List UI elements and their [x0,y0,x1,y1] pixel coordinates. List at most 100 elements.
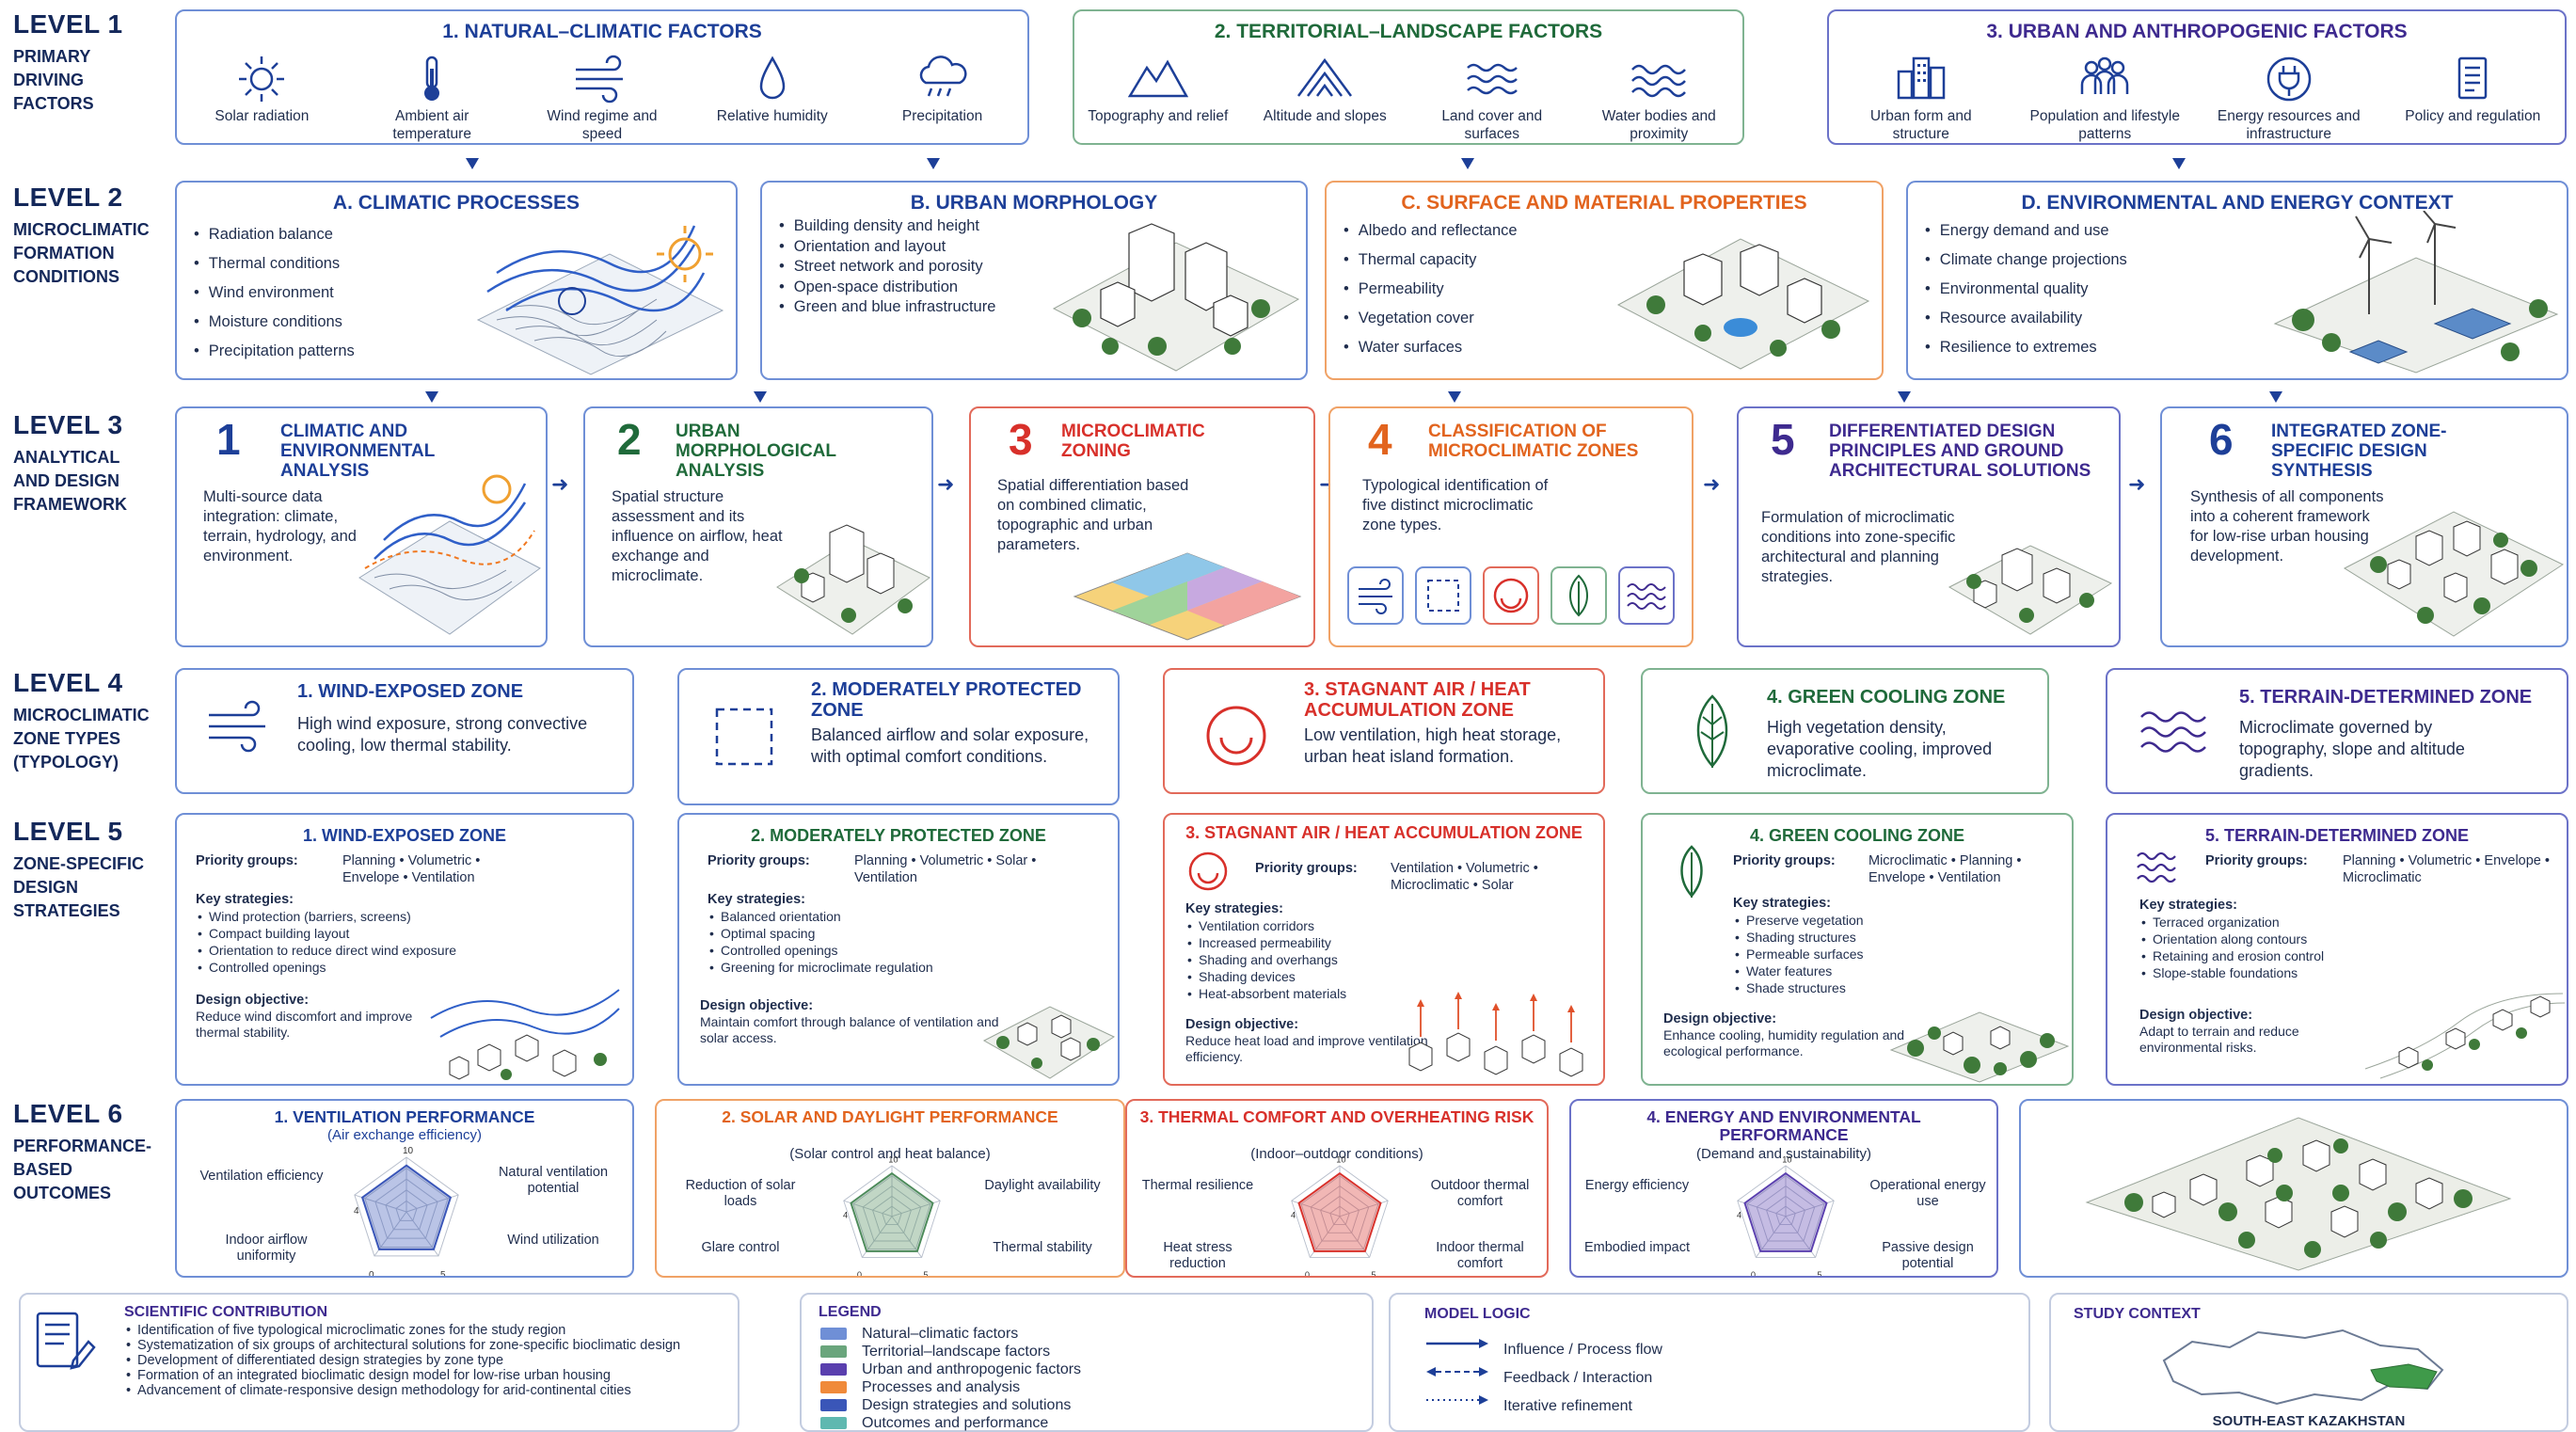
flow-arrow-right: ➜ [1703,472,1721,496]
dashed-square-icon [715,708,773,766]
radar-grid [364,1167,449,1249]
document-pen-icon [36,1312,96,1370]
radar-scale-five: 5 [923,1270,928,1276]
key-strategies: Key strategies: Preserve vegetationShadi… [1733,894,2053,996]
outcome-subtitle: (Indoor–outdoor conditions) [1250,1146,1423,1162]
model-logic-labels: Influence / Process flow Feedback / Inte… [1503,1336,1662,1421]
radar-scale-five: 5 [440,1270,446,1276]
strategy-title: 1. WIND-EXPOSED ZONE [302,826,507,845]
step-description: Typological identification of five disti… [1362,477,1549,533]
radar-grid [1291,1165,1389,1258]
legend-swatch [820,1363,847,1376]
flow-arrow [1448,391,1461,403]
heat-spiral-icon [1188,851,1228,891]
legend-swatch [820,1381,847,1393]
zone-type-wind-exposed: 1. WIND-EXPOSED ZONE High wind exposure,… [175,668,634,794]
outcome-title: 2. SOLAR AND DAYLIGHT PERFORMANCE [722,1107,1058,1126]
radar-grid [1300,1175,1379,1250]
protected-houses-illustration [982,1006,1116,1079]
design-objective: Design objective:Enhance cooling, humidi… [1663,1011,1905,1058]
radar-scale-zero: 0 [857,1270,862,1276]
factor-land-cover: Land cover and surfaces [1417,55,1567,143]
step-title: URBAN MORPHOLOGICAL ANALYSIS [676,422,836,481]
framework-step-6: 6 INTEGRATED ZONE-SPECIFIC DESIGN SYNTHE… [2160,406,2568,647]
panel-title: D. ENVIRONMENTAL AND ENERGY CONTEXT [2021,192,2454,214]
step-title: CLIMATIC AND ENVIRONMENTAL ANALYSIS [280,422,435,481]
outcome-subtitle: (Air exchange efficiency) [327,1127,482,1143]
priority-groups-label: Priority groups: [1733,853,1836,868]
heat-spiral-icon [1206,706,1266,766]
radar-scale-zero: 0 [369,1270,374,1276]
factor-solar: Solar radiation [186,55,337,143]
step-number: 5 [1771,415,1795,464]
leaf-icon [1696,694,1728,768]
legend-item: Design strategies and solutions [820,1396,1081,1414]
design-objective: Design objective:Maintain comfort throug… [700,998,999,1045]
factor-humidity: Relative humidity [697,55,848,143]
terrain-analysis-illustration [358,474,541,635]
flow-arrow-right: ➜ [551,472,569,496]
radar-scale-top: 10 [888,1154,898,1164]
legend-swatch [820,1417,847,1429]
factor-wind: Wind regime and speed [527,55,677,143]
model-logic-panel: MODEL LOGIC Influence / Process flow Fee… [1389,1293,2030,1432]
framework-step-2: 2 URBAN MORPHOLOGICAL ANALYSIS Spatial s… [583,406,933,647]
flow-arrow [2269,391,2282,403]
priority-groups-value: Microclimatic • Planning • Envelope • Ve… [1868,853,2022,885]
wind-solar-illustration [2273,211,2559,374]
legend-item: Outcomes and performance [820,1414,1081,1432]
surface-properties-list: Albedo and reflectanceThermal capacityPe… [1332,216,1518,362]
thermometer-icon [424,56,440,101]
waves-icon [1631,64,1687,98]
radar-grid [354,1156,459,1257]
flow-arrow [754,391,767,403]
kazakhstan-map [2162,1329,2444,1406]
factor-urban-form: Urban form and structure [1846,55,1996,143]
radar-grid [1746,1175,1825,1250]
legend-panel: LEGEND Natural–climatic factors Territor… [800,1293,1374,1432]
priority-groups-value: Planning • Volumetric • Envelope • Micro… [2343,853,2550,885]
step-number: 2 [617,415,642,464]
city-blocks-illustration [1052,223,1300,372]
people-icon [2081,56,2129,94]
key-strategies: Key strategies: Wind protection (barrier… [196,890,591,976]
wind-icon [209,700,265,753]
radar-grid [1756,1185,1816,1242]
outcome-thermal-comfort: 3. THERMAL COMFORT AND OVERHEATING RISK … [1125,1099,1549,1278]
step-number: 6 [2209,415,2234,464]
radar-grid [1765,1195,1806,1233]
radar-scale-mid: 4 [1291,1211,1296,1220]
radar-label-top-right: Natural ventilation potential [498,1165,609,1196]
zone-title: 4. GREEN COOLING ZONE [1767,687,2006,708]
radar-grid [374,1178,438,1239]
strategy-moderately-protected: 2. MODERATELY PROTECTED ZONE Priority gr… [677,813,1120,1086]
framework-step-1: 1 CLIMATIC AND ENVIRONMENTAL ANALYSIS Mu… [175,406,548,647]
surface-material-properties-panel: C. SURFACE AND MATERIAL PROPERTIES Albed… [1325,181,1884,380]
factor-temperature: Ambient air temperature [357,55,507,143]
priority-groups-label: Priority groups: [196,853,298,868]
framework-step-3: 3 MICROCLIMATIC ZONING Spatial different… [969,406,1315,647]
priority-groups-label: Priority groups: [2205,853,2308,868]
strategy-title: 4. GREEN COOLING ZONE [1749,826,1965,845]
zoning-grid-illustration [1073,552,1302,641]
radar-scale-top: 10 [1336,1154,1345,1164]
radar-scale-five: 5 [1817,1270,1821,1276]
framework-step-4: 4 CLASSIFICATION OF MICROCLIMATIC ZONES … [1328,406,1693,647]
framework-step-5: 5 DIFFERENTIATED DESIGN PRINCIPLES AND G… [1737,406,2121,647]
wind-icon [575,55,623,103]
strategy-terrain-determined: 5. TERRAIN-DETERMINED ZONE Priority grou… [2106,813,2568,1086]
radar-grid [852,1175,931,1250]
rain-cloud-icon [919,56,967,97]
radar-label-top-left: Energy efficiency [1584,1178,1690,1193]
zone-description: High wind exposure, strong convective co… [297,714,588,755]
legend-item: Natural–climatic factors [820,1325,1081,1343]
energy-context-list: Energy demand and useClimate change proj… [1914,216,2127,362]
radar-label-top-right: Daylight availability [984,1178,1101,1193]
zone-description: Microclimate governed by topography, slo… [2239,718,2465,780]
scientific-contribution-panel: SCIENTIFIC CONTRIBUTION •Identification … [19,1293,739,1432]
outcome-title: 3. THERMAL COMFORT AND OVERHEATING RISK [1139,1107,1534,1126]
factor-population: Population and lifestyle patterns [2029,55,2180,143]
radar-label-bottom-left: Heat stress reduction [1163,1240,1232,1271]
outcome-solar-daylight-performance: 2. SOLAR AND DAYLIGHT PERFORMANCE (Solar… [655,1099,1125,1278]
